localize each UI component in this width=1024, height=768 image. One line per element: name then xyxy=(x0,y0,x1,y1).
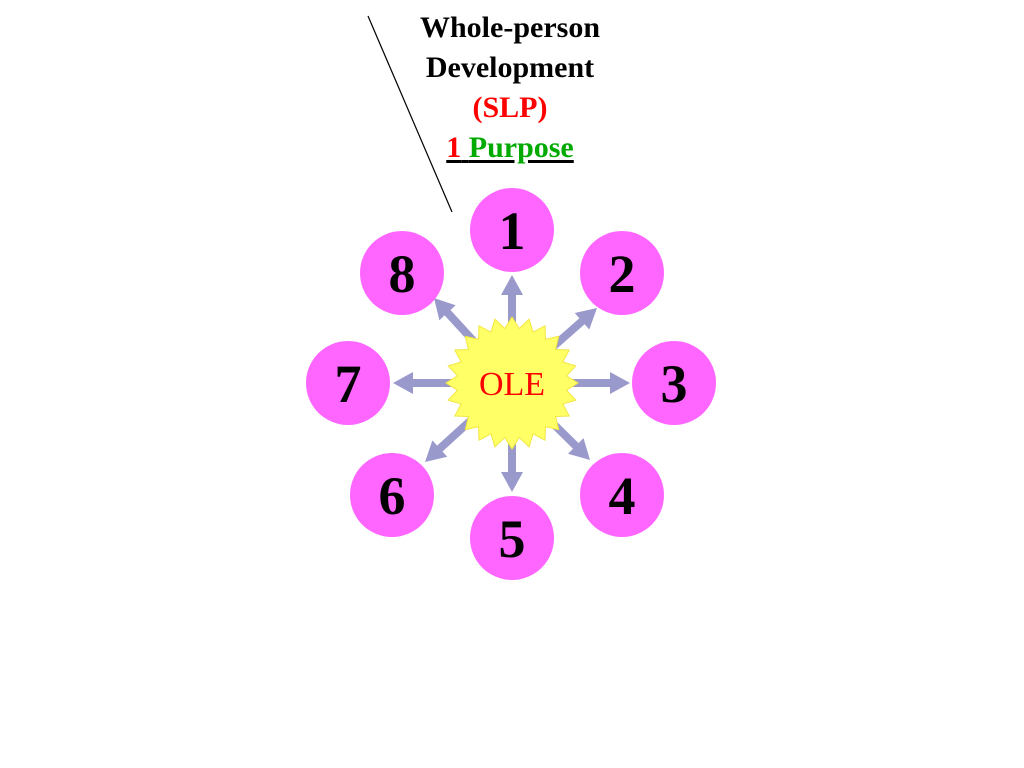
node-circle xyxy=(470,188,554,272)
center-group: OLE xyxy=(445,316,579,450)
node-1: 1 xyxy=(470,188,554,272)
title-line-slp: (SLP) xyxy=(472,91,548,124)
node-circle xyxy=(306,341,390,425)
title-line-purpose: 1 Purpose xyxy=(380,128,640,168)
node-label: 3 xyxy=(661,354,688,414)
title-line-development: Development xyxy=(425,51,595,84)
purpose-word: Purpose xyxy=(468,131,574,164)
node-circle xyxy=(632,341,716,425)
node-label: 7 xyxy=(335,354,362,414)
arrow-to-node-5 xyxy=(501,427,523,492)
node-5: 5 xyxy=(470,496,554,580)
node-label: 8 xyxy=(389,244,416,304)
node-circle xyxy=(580,231,664,315)
callout-line xyxy=(367,15,453,213)
node-circle xyxy=(350,453,434,537)
nodes-group: 1 234 5 678 xyxy=(306,188,716,580)
node-7: 7 xyxy=(306,341,390,425)
purpose-number: 1 xyxy=(446,131,462,164)
node-4: 4 xyxy=(580,453,664,537)
node-3: 3 xyxy=(632,341,716,425)
node-2: 2 xyxy=(580,231,664,315)
node-label: 2 xyxy=(609,244,636,304)
arrow-to-node-1 xyxy=(501,275,523,339)
node-circle xyxy=(470,496,554,580)
node-circle xyxy=(360,231,444,315)
node-label: 1 xyxy=(499,201,526,261)
node-label: 5 xyxy=(499,509,526,569)
title-line-whole-person: Whole-person xyxy=(420,11,600,44)
node-8: 8 xyxy=(360,231,444,315)
node-label: 6 xyxy=(379,466,406,526)
arrow-to-node-7 xyxy=(393,372,468,394)
purpose-underline: 1 Purpose xyxy=(446,128,574,168)
arrow-to-node-3 xyxy=(556,372,630,394)
center-label: OLE xyxy=(479,366,545,403)
node-6: 6 xyxy=(350,453,434,537)
node-label: 4 xyxy=(609,466,636,526)
center-starburst xyxy=(445,316,579,450)
title-block: Whole-person Development (SLP) 1 Purpose xyxy=(380,8,640,168)
node-circle xyxy=(580,453,664,537)
